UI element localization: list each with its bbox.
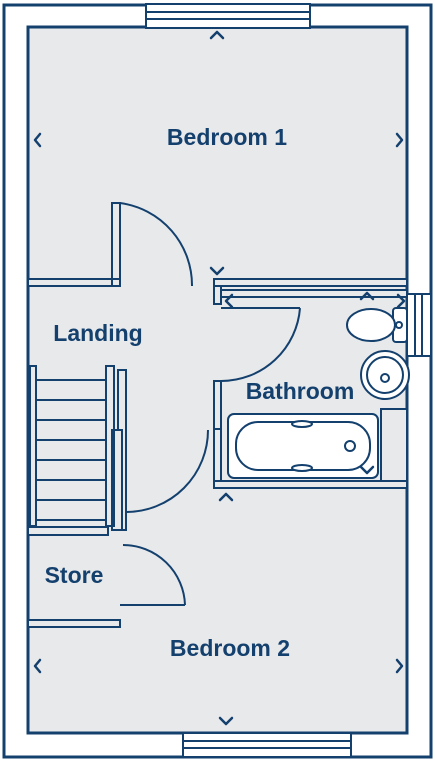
store-door (120, 544, 186, 606)
chevron-right-icon (395, 132, 404, 148)
chevron-up-icon (218, 492, 234, 502)
room-label-store: Store (45, 562, 104, 588)
dimension-markers (33, 30, 406, 726)
bathroom-door (220, 307, 301, 383)
chevron-right-icon (396, 293, 406, 309)
bathroom-fittings (227, 307, 410, 479)
outer-walls (2, 3, 433, 759)
room-label-bathroom: Bathroom (246, 378, 355, 404)
basin (360, 350, 410, 400)
room-label-landing: Landing (53, 320, 142, 346)
chevron-down-icon (209, 266, 225, 276)
chevron-left-icon (33, 132, 42, 148)
chevron-down-icon (359, 465, 375, 475)
chevron-left-icon (224, 293, 234, 309)
bathroom-window (406, 293, 432, 357)
chevron-left-icon (33, 658, 42, 674)
bedroom-2-door (125, 429, 209, 513)
windows (145, 3, 432, 758)
stairs (29, 365, 115, 527)
bottom-window (182, 732, 352, 758)
bath (227, 413, 379, 479)
chevron-up-icon (209, 30, 225, 40)
chevron-down-icon (218, 716, 234, 726)
chevron-up-icon (359, 291, 375, 301)
room-label-bedroom-2: Bedroom 2 (170, 635, 290, 661)
door-swings (119, 202, 301, 606)
toilet (346, 307, 408, 343)
room-label-bedroom-1: Bedroom 1 (167, 124, 287, 150)
bedroom-1-door (119, 202, 194, 287)
chevron-right-icon (395, 658, 404, 674)
top-window (145, 3, 311, 29)
